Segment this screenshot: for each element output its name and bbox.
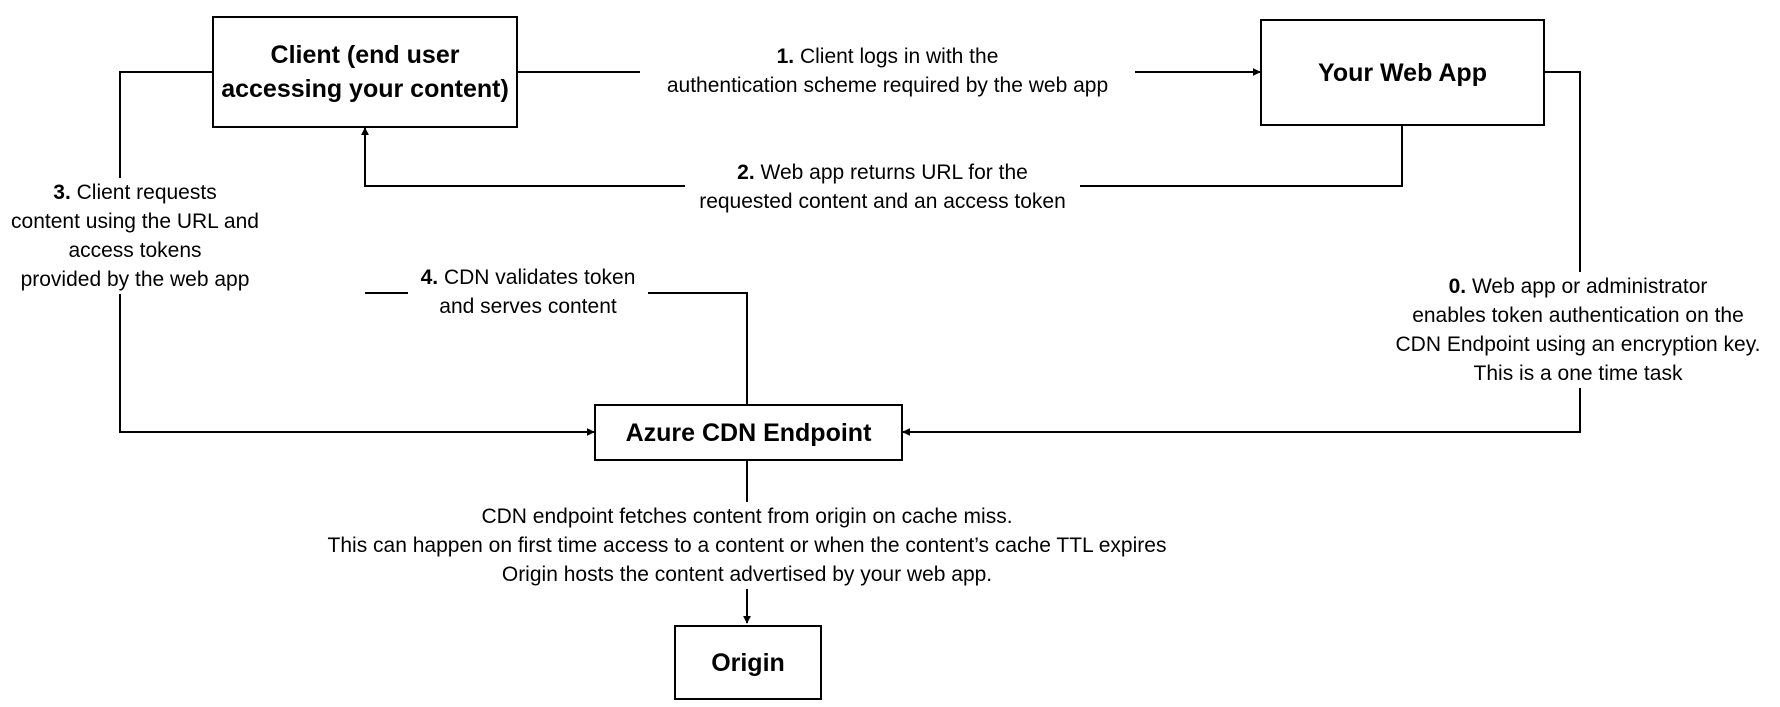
step-3-text-4: provided by the web app	[20, 268, 250, 291]
step-2-text-2: requested content and an access token	[699, 190, 1066, 213]
step-1-label: 1. Client logs in with the authenticatio…	[640, 42, 1135, 100]
step-2-label: 2. Web app returns URL for the requested…	[685, 158, 1080, 216]
origin-note-line-3: Origin hosts the content advertised by y…	[501, 563, 993, 586]
step-0-text-4: This is a one time task	[1473, 362, 1683, 385]
step-2-line-1: 2. Web app returns URL for the	[685, 158, 1080, 187]
step-1-number: 1.	[776, 45, 795, 68]
step-1-text-2: authentication scheme required by the we…	[666, 74, 1109, 97]
step-4-label: 4. CDN validates token and serves conten…	[408, 263, 648, 321]
client-node-line-1: Client (end user	[270, 41, 460, 69]
step-0-text-2: enables token authentication on the	[1412, 304, 1744, 327]
step-0-number: 0.	[1448, 275, 1467, 298]
step-4-text-1: CDN validates token	[438, 266, 636, 289]
step-2-text-1: Web app returns URL for the	[754, 161, 1028, 184]
origin-node-label: Origin	[711, 648, 785, 677]
step-3-label: 3. Client requests content using the URL…	[0, 178, 270, 294]
step-3-line-1: 3. Client requests	[0, 178, 270, 207]
step-0-line-1: 0. Web app or administrator	[1378, 272, 1778, 301]
origin-note-line-1: CDN endpoint fetches content from origin…	[481, 505, 1013, 528]
step-0-text-3: CDN Endpoint using an encryption key.	[1395, 333, 1761, 356]
step-3-text-3: access tokens	[68, 239, 202, 262]
arrow-step-0	[902, 71, 1581, 436]
step-4-text-2: and serves content	[439, 295, 617, 318]
step-1-line-1: 1. Client logs in with the	[640, 42, 1135, 71]
step-4-number: 4.	[420, 266, 439, 289]
step-3-number: 3.	[53, 181, 71, 204]
web-app-node: Your Web App	[1260, 19, 1545, 126]
web-app-node-label: Your Web App	[1318, 58, 1487, 87]
origin-note-line-2: This can happen on first time access to …	[327, 534, 1167, 557]
step-1-text-1: Client logs in with the	[794, 45, 999, 68]
origin-fetch-note: CDN endpoint fetches content from origin…	[285, 502, 1209, 589]
client-node-line-2: accessing your content)	[221, 75, 509, 103]
step-2-number: 2.	[737, 161, 755, 184]
step-3-text-1: Client requests	[70, 181, 217, 204]
origin-node: Origin	[674, 625, 822, 700]
cdn-endpoint-node-label: Azure CDN Endpoint	[625, 418, 872, 447]
step-0-label: 0. Web app or administrator enables toke…	[1378, 272, 1778, 388]
step-0-text-1: Web app or administrator	[1466, 275, 1708, 298]
step-3-text-2: content using the URL and	[11, 210, 259, 233]
step-4-line-1: 4. CDN validates token	[408, 263, 648, 292]
client-node: Client (end user accessing your content)	[212, 16, 518, 128]
cdn-endpoint-node: Azure CDN Endpoint	[594, 404, 903, 461]
